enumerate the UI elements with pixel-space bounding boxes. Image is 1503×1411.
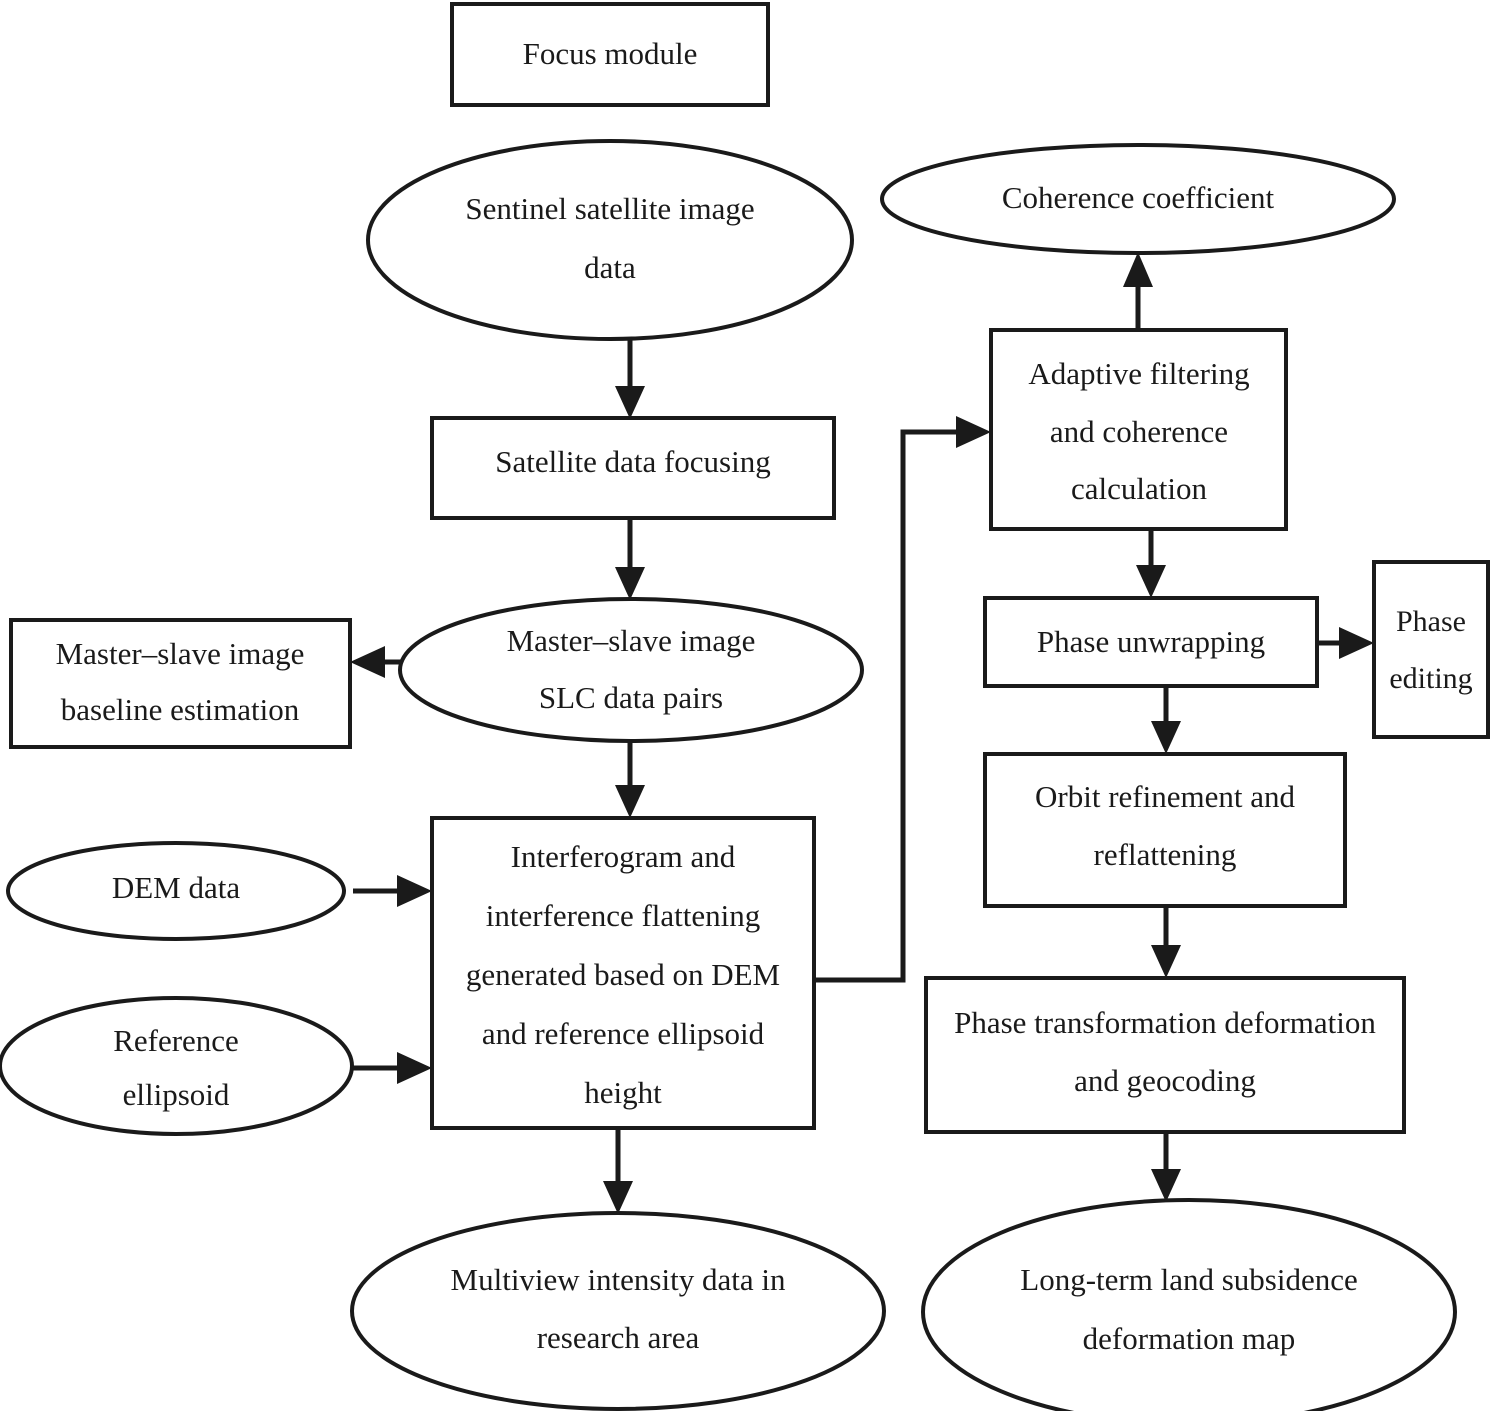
adaptive-filtering-label-line3: calculation (1071, 471, 1207, 506)
phase-editing-label-line2: editing (1389, 662, 1472, 695)
node-phase-transformation[interactable]: Phase transformation deformation and geo… (924, 976, 1406, 1134)
interferogram-label-line2: interference flattening (486, 898, 761, 933)
phase-transformation-label-line1: Phase transformation deformation (954, 1005, 1376, 1040)
orbit-refinement-label-line2: reflattening (1094, 837, 1237, 872)
interferogram-label-line4: and reference ellipsoid (482, 1016, 765, 1051)
reference-ellipsoid-ellipse[interactable] (0, 996, 354, 1136)
satellite-focusing-label: Satellite data focusing (495, 444, 770, 479)
edge-slc-to-baseline (350, 646, 404, 678)
slc-pairs-ellipse[interactable] (398, 597, 864, 743)
node-sentinel-data[interactable]: Sentinel satellite image data (366, 139, 854, 341)
satellite-focusing-box[interactable] (430, 416, 836, 520)
node-phase-unwrapping[interactable]: Phase unwrapping (983, 596, 1319, 688)
subsidence-map-label-line2: deformation map (1083, 1321, 1296, 1356)
edge-sentinel-to-focusing (615, 337, 645, 419)
phase-editing-box[interactable] (1372, 560, 1490, 739)
subsidence-map-ellipse[interactable] (921, 1198, 1457, 1411)
sentinel-data-label-line1: Sentinel satellite image (465, 191, 754, 226)
sentinel-data-ellipse[interactable] (366, 139, 854, 341)
node-dem-data[interactable]: DEM data (6, 841, 346, 941)
orbit-refinement-label-line1: Orbit refinement and (1035, 779, 1295, 814)
adaptive-filtering-label-line2: and coherence (1050, 414, 1228, 449)
edge-unwrapping-to-orbit (1151, 686, 1181, 754)
node-interferogram[interactable]: Interferogram and interference flattenin… (430, 816, 816, 1130)
focus-module-label: Focus module (523, 36, 698, 71)
node-focus-module[interactable]: Focus module (450, 2, 770, 107)
baseline-estimation-label-line2: baseline estimation (61, 692, 300, 727)
edge-transformation-to-map (1151, 1132, 1181, 1202)
sentinel-data-label-line2: data (584, 250, 636, 285)
edge-adaptive-to-coherence (1123, 252, 1153, 330)
node-subsidence-map[interactable]: Long-term land subsidence deformation ma… (921, 1198, 1457, 1411)
node-coherence-coefficient[interactable]: Coherence coefficient (880, 143, 1396, 255)
multiview-intensity-label-line1: Multiview intensity data in (451, 1262, 786, 1297)
orbit-refinement-box[interactable] (983, 752, 1347, 908)
node-adaptive-filtering[interactable]: Adaptive filtering and coherence calcula… (989, 328, 1288, 531)
node-satellite-focusing[interactable]: Satellite data focusing (430, 416, 836, 520)
reference-ellipsoid-label-line2: ellipsoid (123, 1077, 230, 1112)
edge-ellipsoid-to-interferogram (353, 1052, 432, 1084)
coherence-coefficient-label: Coherence coefficient (1002, 180, 1275, 215)
phase-unwrapping-label: Phase unwrapping (1037, 624, 1265, 659)
phase-unwrapping-box[interactable] (983, 596, 1319, 688)
multiview-intensity-ellipse[interactable] (350, 1211, 886, 1411)
multiview-intensity-label-line2: research area (537, 1320, 700, 1355)
node-slc-pairs[interactable]: Master–slave image SLC data pairs (398, 597, 864, 743)
edge-unwrapping-to-editing (1317, 627, 1374, 659)
phase-transformation-box[interactable] (924, 976, 1406, 1134)
adaptive-filtering-box[interactable] (989, 328, 1288, 531)
reference-ellipsoid-label-line1: Reference (113, 1023, 239, 1058)
edge-interferogram-to-multiview (603, 1128, 633, 1214)
phase-editing-label-line1: Phase (1396, 605, 1466, 638)
node-reference-ellipsoid[interactable]: Reference ellipsoid (0, 996, 354, 1136)
connector-layer (350, 252, 1374, 1214)
interferogram-label-line5: height (584, 1075, 662, 1110)
node-phase-editing[interactable]: Phase editing (1372, 560, 1490, 739)
node-multiview-intensity[interactable]: Multiview intensity data in research are… (350, 1211, 886, 1411)
edge-interferogram-to-adaptive (813, 416, 991, 983)
edge-dem-to-interferogram (353, 875, 432, 907)
phase-transformation-label-line2: and geocoding (1074, 1063, 1256, 1098)
edge-orbit-to-transformation (1151, 906, 1181, 978)
baseline-estimation-box[interactable] (9, 618, 352, 749)
edge-adaptive-to-unwrapping (1136, 529, 1166, 598)
focus-module-box[interactable] (450, 2, 770, 107)
edge-slc-to-interferogram (615, 740, 645, 818)
node-orbit-refinement[interactable]: Orbit refinement and reflattening (983, 752, 1347, 908)
subsidence-map-label-line1: Long-term land subsidence (1020, 1262, 1357, 1297)
adaptive-filtering-label-line1: Adaptive filtering (1028, 356, 1249, 391)
dem-data-ellipse[interactable] (6, 841, 346, 941)
interferogram-label-line1: Interferogram and (511, 839, 736, 874)
interferogram-label-line3: generated based on DEM (466, 957, 780, 992)
slc-pairs-label-line1: Master–slave image (507, 623, 756, 658)
node-baseline-estimation[interactable]: Master–slave image baseline estimation (9, 618, 352, 749)
coherence-coefficient-ellipse[interactable] (880, 143, 1396, 255)
slc-pairs-label-line2: SLC data pairs (539, 680, 723, 715)
baseline-estimation-label-line1: Master–slave image (56, 636, 305, 671)
dem-data-label: DEM data (112, 870, 241, 905)
interferogram-box[interactable] (430, 816, 816, 1130)
edge-focusing-to-slc (615, 517, 645, 600)
